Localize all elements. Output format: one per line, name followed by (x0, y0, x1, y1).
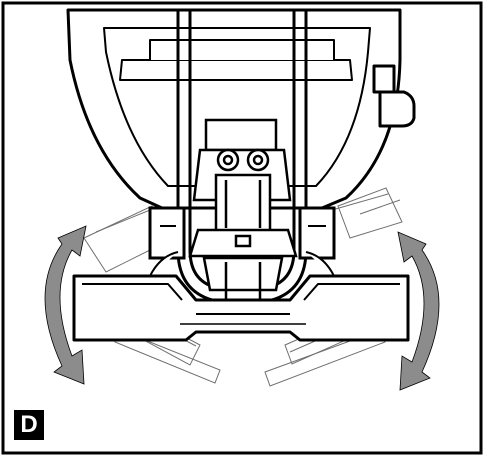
vacuum-body (66, 8, 402, 210)
right-swivel-arrow (397, 231, 440, 391)
side-latch (372, 64, 416, 128)
pivot-joint (188, 118, 298, 300)
curved-double-arrow-icon (44, 225, 87, 385)
neck-assembly (148, 206, 336, 260)
step-label-badge: D (14, 410, 44, 440)
curved-double-arrow-icon (397, 231, 440, 391)
left-swivel-arrow (44, 225, 87, 385)
floor-nozzle (72, 251, 410, 342)
